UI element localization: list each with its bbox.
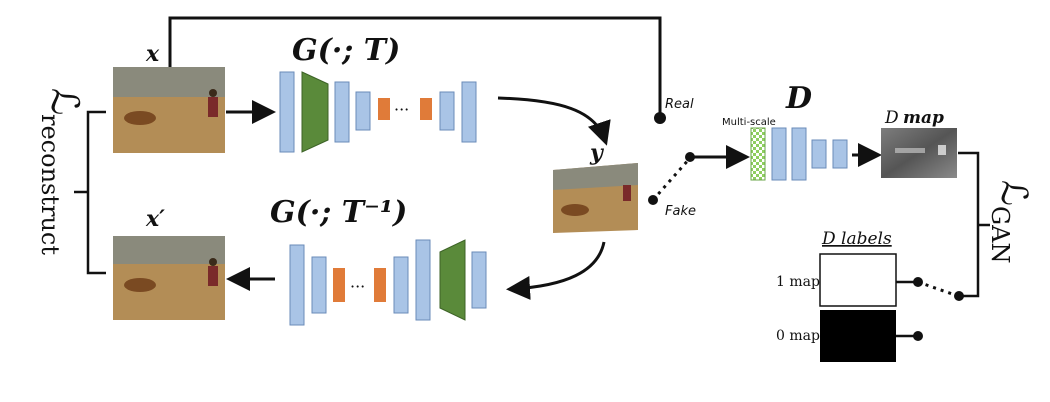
d-layer bbox=[771, 127, 787, 181]
one-map-box bbox=[819, 253, 897, 307]
svg-text:GAN: GAN bbox=[986, 206, 1014, 264]
g-layer-green bbox=[301, 71, 329, 153]
g-layer-orange bbox=[378, 98, 390, 120]
label-fake: Fake bbox=[665, 204, 696, 219]
gan-switch-dot bbox=[954, 291, 964, 301]
real-switch-dot bbox=[654, 112, 666, 124]
dots-forward: ··· bbox=[394, 100, 409, 119]
g-inv-layer-orange bbox=[374, 268, 386, 302]
d-layer bbox=[811, 139, 827, 169]
g-layer bbox=[439, 91, 455, 131]
reconstruct-loss-label: ℒ reconstruct bbox=[36, 88, 87, 255]
dots-inverse: ··· bbox=[350, 277, 365, 296]
input-image-x bbox=[113, 67, 225, 153]
arrow-g-to-y bbox=[497, 96, 611, 146]
label-y: y bbox=[589, 140, 605, 166]
label-d-map-word: map bbox=[903, 108, 944, 128]
label-x-prime: x′ bbox=[145, 206, 165, 232]
g-inv-layer bbox=[393, 256, 409, 314]
g-layer bbox=[355, 91, 371, 131]
label-d: D bbox=[785, 81, 812, 116]
label-d-map-d: D bbox=[884, 108, 899, 128]
svg-text:reconstruct: reconstruct bbox=[36, 114, 64, 255]
label-g-forward: G(·; T) bbox=[292, 33, 400, 68]
gan-loss-label: ℒ GAN bbox=[986, 180, 1034, 264]
generator-inverse: ··· bbox=[289, 239, 487, 326]
d-map-icon bbox=[881, 128, 957, 178]
svg-text:ℒ: ℒ bbox=[993, 180, 1034, 206]
svg-text:ℒ: ℒ bbox=[43, 88, 87, 115]
g-inv-layer bbox=[471, 251, 487, 309]
g-inv-layer-orange bbox=[333, 268, 345, 302]
discriminator bbox=[750, 127, 848, 181]
fake-dotted-line bbox=[651, 157, 692, 201]
reconstructed-image-x-prime bbox=[113, 236, 225, 320]
g-layer bbox=[279, 71, 295, 153]
g-layer-orange bbox=[420, 98, 432, 120]
label-x: x bbox=[145, 41, 160, 67]
generator-forward: ··· bbox=[279, 71, 477, 153]
g-layer bbox=[334, 81, 350, 143]
gan-dotted-switch bbox=[917, 280, 959, 298]
d-multiscale-layer bbox=[750, 127, 766, 181]
zero-map-box bbox=[820, 310, 896, 362]
g-inv-layer bbox=[311, 256, 327, 314]
real-connection-line bbox=[168, 16, 662, 117]
gan-loss-bracket bbox=[958, 151, 980, 298]
arrow-y-to-g-inverse bbox=[506, 241, 606, 300]
label-zero-map: 0 map bbox=[776, 328, 820, 344]
d-layer bbox=[791, 127, 807, 181]
zero-map-dot bbox=[913, 331, 923, 341]
label-one-map: 1 map bbox=[776, 274, 820, 290]
g-inv-layer-green bbox=[439, 239, 466, 321]
label-g-inverse: G(·; T⁻¹) bbox=[270, 195, 407, 230]
label-d-labels: D labels bbox=[821, 229, 892, 249]
g-inv-layer bbox=[289, 244, 305, 326]
label-real: Real bbox=[665, 97, 694, 112]
generated-image-y bbox=[553, 163, 638, 233]
reconstruct-loss-bracket bbox=[86, 110, 106, 275]
g-layer bbox=[461, 81, 477, 143]
g-inv-layer bbox=[415, 239, 431, 321]
d-layer bbox=[832, 139, 848, 169]
label-multi-scale: Multi-scale bbox=[722, 117, 776, 128]
